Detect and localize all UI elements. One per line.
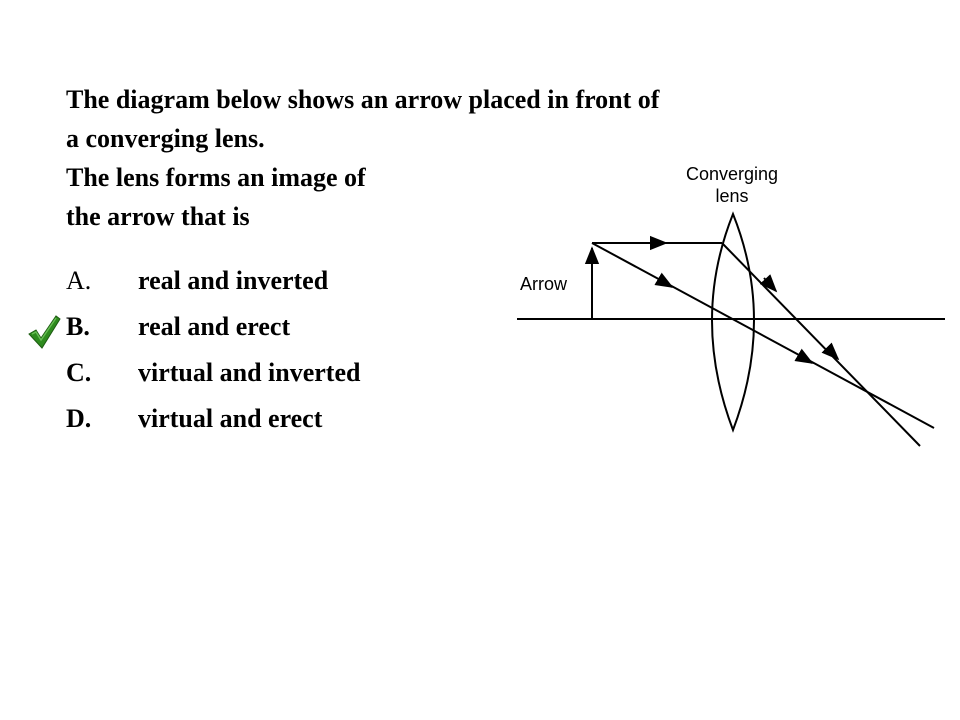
question-line-2: a converging lens. bbox=[66, 124, 265, 153]
question-line-4: the arrow that is bbox=[66, 202, 250, 231]
arrow-label: Arrow bbox=[520, 274, 568, 294]
lens-label-line2: lens bbox=[715, 186, 748, 206]
checkmark-icon bbox=[28, 315, 61, 349]
ray-center-arrowhead-2 bbox=[794, 348, 814, 364]
lens-diagram: Converging Arrow lens bbox=[517, 164, 945, 447]
choice-b-text: real and erect bbox=[138, 312, 291, 341]
choice-d-letter: D. bbox=[66, 404, 92, 433]
ray-refracted-arrowhead-2 bbox=[821, 342, 840, 361]
question-line-1: The diagram below shows an arrow placed … bbox=[66, 85, 660, 114]
ray-refracted-arrowhead-1 bbox=[759, 274, 778, 293]
choice-a-text: real and inverted bbox=[138, 266, 329, 295]
ray-refracted bbox=[721, 242, 921, 447]
converging-lens bbox=[711, 211, 755, 433]
lens-label-line1: Converging bbox=[686, 164, 778, 184]
choice-c-text: virtual and inverted bbox=[138, 358, 361, 387]
ray-center bbox=[591, 242, 935, 429]
choice-d-text: virtual and erect bbox=[138, 404, 323, 433]
choice-a-letter: A. bbox=[66, 266, 92, 295]
ray-center-arrowhead-1 bbox=[654, 272, 674, 288]
choice-b-letter: B. bbox=[66, 312, 90, 341]
choice-c-letter: C. bbox=[66, 358, 92, 387]
question-line-3: The lens forms an image of bbox=[66, 163, 366, 192]
